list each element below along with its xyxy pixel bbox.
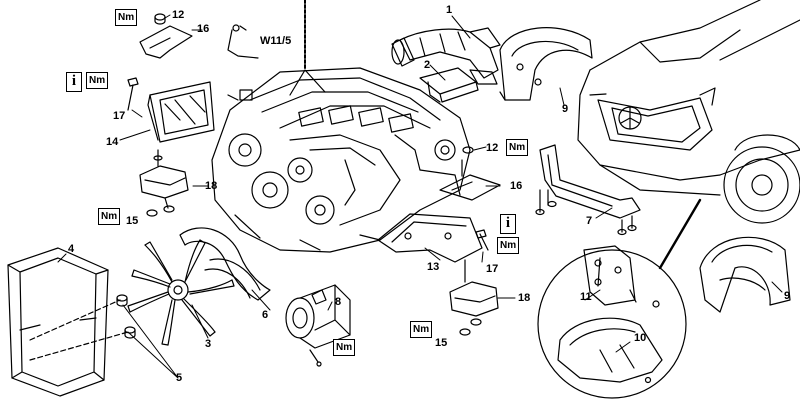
leader-lines — [57, 14, 783, 379]
torque-nm-badge: Nm — [410, 321, 433, 338]
callout-9-lower: 9 — [784, 290, 791, 302]
callout-10: 10 — [634, 332, 647, 344]
underbody-cover-detail — [557, 317, 663, 384]
mass-airflow-sensor — [419, 67, 479, 103]
callout-17-left: 17 — [113, 110, 126, 122]
air-intake-duct — [391, 27, 501, 85]
callout-2: 2 — [424, 59, 431, 71]
info-i-icon: i — [66, 72, 82, 92]
torque-nm-badge: Nm — [497, 237, 520, 254]
poly-v-belt — [179, 227, 271, 301]
radiator-fan-shroud — [7, 247, 109, 397]
callout-7: 7 — [586, 215, 593, 227]
engine-block — [211, 67, 471, 253]
engine-mount-bracket-left — [147, 81, 215, 143]
support-plate-right — [439, 146, 501, 201]
callout-11: 11 — [580, 291, 592, 303]
callout-14: 14 — [106, 136, 119, 148]
vehicle-front-drawing — [577, 0, 800, 224]
callout-16-lower: 16 — [510, 180, 523, 192]
callout-5: 5 — [176, 372, 183, 384]
torque-nm-badge: Nm — [506, 139, 529, 156]
detail-magnifier — [537, 198, 702, 399]
callout-17-right: 17 — [486, 263, 499, 275]
callout-15-left: 15 — [126, 215, 139, 227]
ac-compressor — [285, 284, 351, 367]
support-plate-left — [139, 25, 193, 59]
callout-3: 3 — [205, 338, 212, 350]
torque-nm-badge: Nm — [333, 339, 356, 356]
bolt-left — [127, 77, 139, 111]
lifting-tool-w11-5 — [227, 24, 259, 59]
callout-12-lower: 12 — [486, 142, 499, 154]
cross-member — [535, 144, 641, 236]
tool-reference-label: W11/5 — [260, 35, 292, 47]
torque-nm-badge: Nm — [86, 72, 109, 89]
callout-4: 4 — [68, 243, 75, 255]
callout-8: 8 — [335, 296, 342, 308]
callout-13: 13 — [427, 261, 440, 273]
lifting-chain — [289, 0, 326, 96]
callout-12-upper: 12 — [172, 9, 185, 21]
cooling-fan — [127, 239, 235, 346]
callout-15-right: 15 — [435, 337, 448, 349]
bolt-right — [475, 229, 489, 251]
callout-1: 1 — [446, 4, 453, 16]
callout-6: 6 — [262, 309, 269, 321]
engine-mount-left — [139, 149, 189, 217]
wheel-liner-lower — [699, 236, 791, 313]
wheel-liner-upper — [499, 27, 593, 101]
callout-9-upper: 9 — [562, 103, 569, 115]
engine-mount-right — [449, 259, 499, 336]
callout-18-right: 18 — [518, 292, 531, 304]
bracket-detail — [583, 245, 660, 308]
assembly-dashed-lines — [29, 299, 129, 361]
callout-18-left: 18 — [205, 180, 218, 192]
nut-upper-left — [154, 13, 166, 25]
bolts-shroud — [116, 294, 136, 339]
info-i-icon: i — [500, 214, 516, 234]
callout-16-upper: 16 — [197, 23, 210, 35]
torque-nm-badge: Nm — [115, 9, 138, 26]
engine-mount-bracket-right — [377, 213, 483, 263]
torque-nm-badge: Nm — [98, 208, 121, 225]
